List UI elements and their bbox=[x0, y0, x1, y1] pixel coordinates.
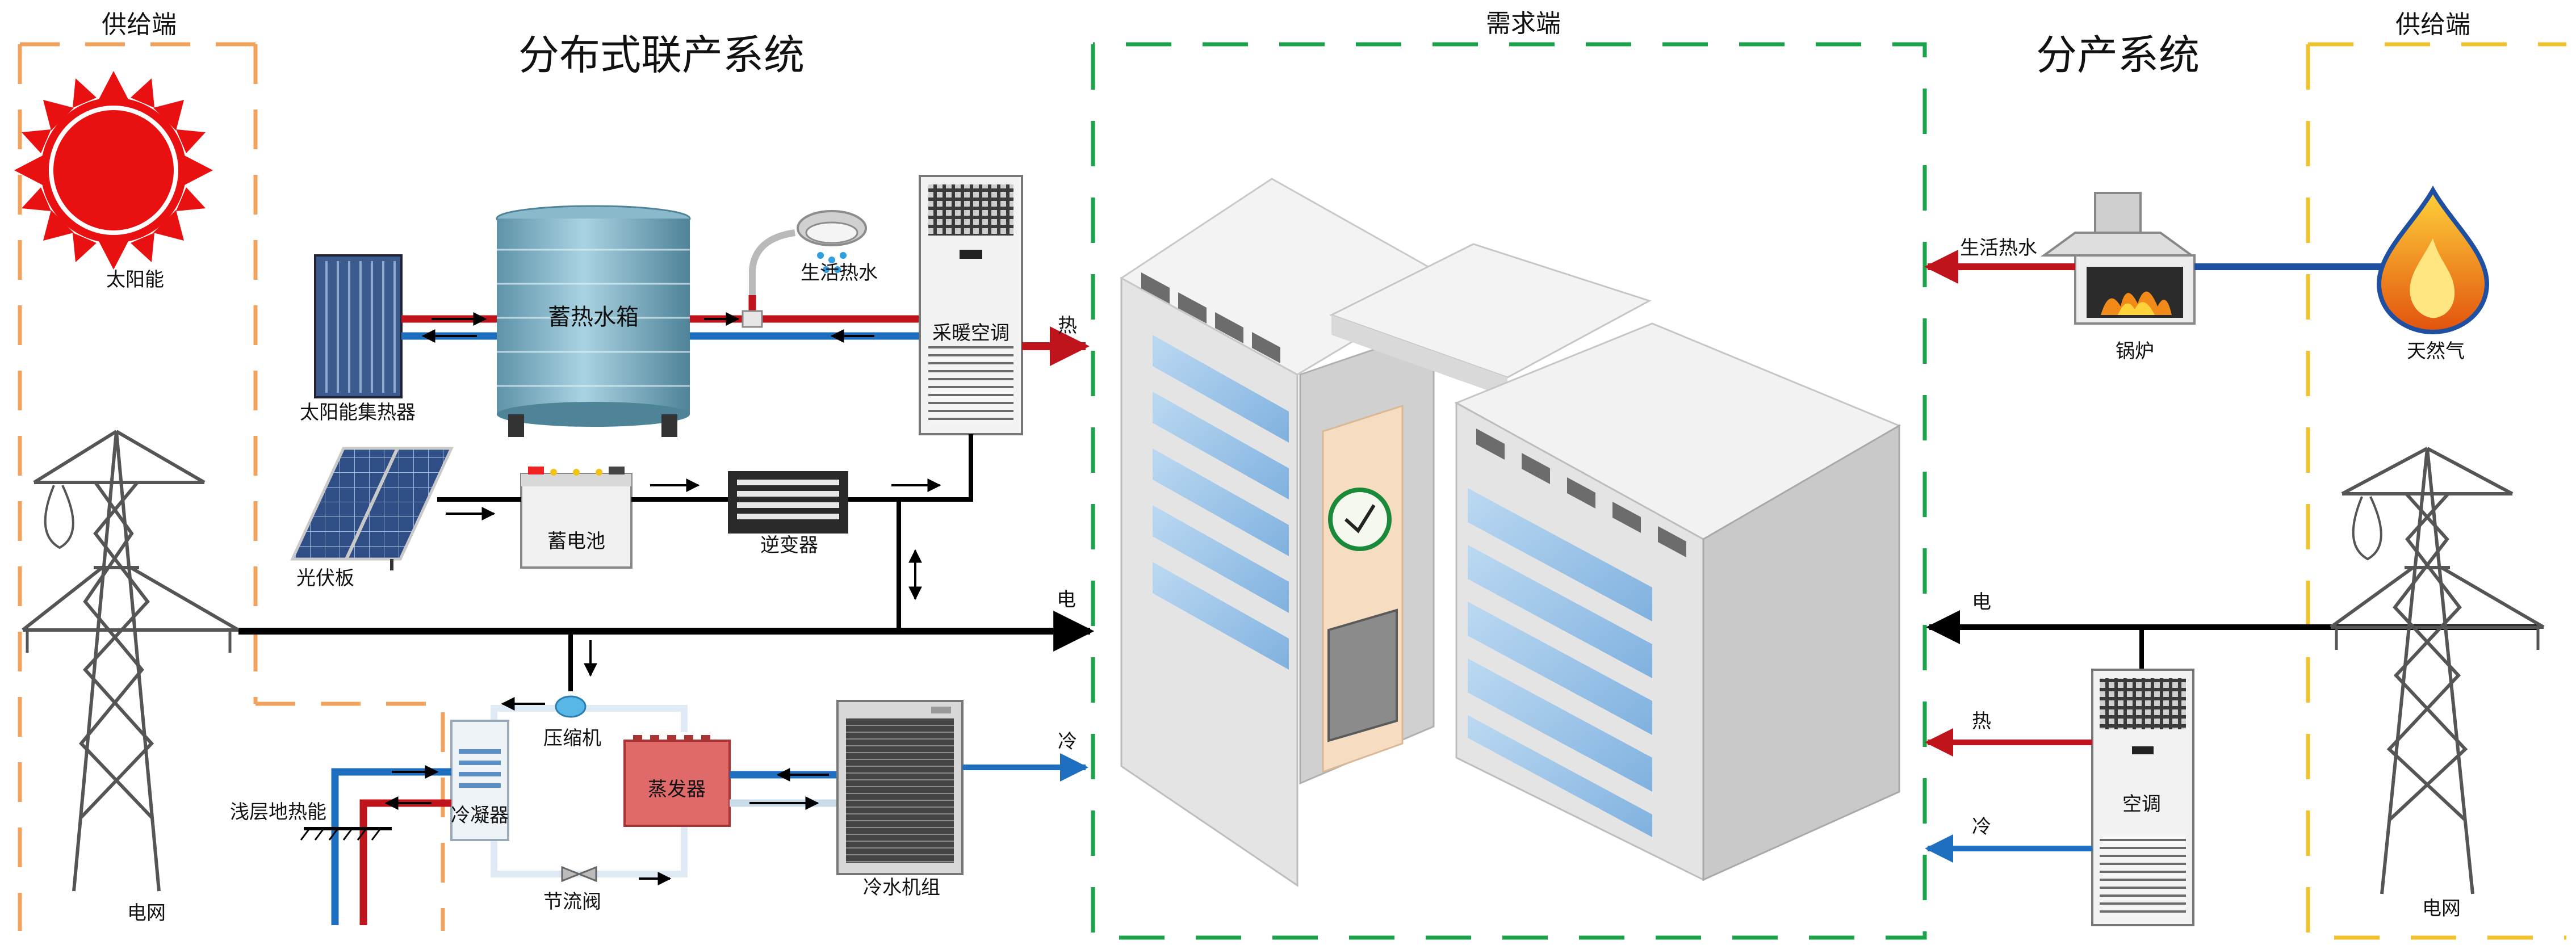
electricity-label-right: 电 bbox=[1972, 591, 1991, 614]
chiller-label: 冷水机组 bbox=[863, 876, 940, 899]
heat-storage-tank-icon bbox=[496, 205, 691, 437]
heat-storage-tank-label: 蓄热水箱 bbox=[548, 304, 639, 330]
heating-ac-icon bbox=[919, 175, 1023, 435]
sun-icon bbox=[14, 71, 213, 270]
compressor-icon bbox=[555, 695, 587, 718]
dhw-right-label: 生活热水 bbox=[1960, 237, 2037, 259]
pv-panel-label: 光伏板 bbox=[296, 567, 354, 590]
solar-collector-icon bbox=[314, 254, 403, 398]
shallow-geothermal-label: 浅层地热能 bbox=[230, 801, 326, 824]
tank-ac-pipes bbox=[690, 295, 920, 343]
solar-label: 太阳能 bbox=[106, 268, 164, 291]
ac-right-icon bbox=[2091, 669, 2194, 926]
cold-right-label: 冷 bbox=[1972, 816, 1991, 838]
inverter-label: 逆变器 bbox=[760, 534, 818, 557]
natural-gas-icon bbox=[2376, 186, 2490, 335]
condenser-label: 冷凝器 bbox=[451, 804, 509, 827]
supply-right-region bbox=[2306, 42, 2566, 940]
evaporator-label: 蒸发器 bbox=[648, 778, 706, 801]
heat-right-label: 热 bbox=[1972, 710, 1991, 733]
collector-tank-pipes bbox=[401, 312, 500, 343]
natural-gas-label: 天然气 bbox=[2407, 340, 2465, 363]
pv-panel-icon bbox=[290, 447, 454, 570]
title-separate-system: 分产系统 bbox=[2036, 31, 2200, 79]
title-distributed-system: 分布式联产系统 bbox=[518, 31, 805, 79]
cold-output-label: 冷 bbox=[1058, 730, 1077, 753]
electricity-label-left: 电 bbox=[1057, 589, 1076, 611]
boiler-icon bbox=[2040, 192, 2196, 325]
power-tower-left-icon bbox=[22, 430, 240, 892]
power-tower-right-icon bbox=[2330, 447, 2545, 894]
heat-output-label: 热 bbox=[1058, 314, 1077, 337]
shower-icon bbox=[749, 210, 867, 309]
evaporator-icon bbox=[623, 735, 731, 827]
boiler-label: 锅炉 bbox=[2116, 340, 2154, 363]
heating-ac-label: 采暖空调 bbox=[932, 322, 1010, 345]
pv-power-path bbox=[437, 434, 973, 631]
title-supply-right: 供给端 bbox=[2395, 10, 2470, 39]
compressor-label: 压缩机 bbox=[543, 727, 601, 750]
evaporator-chiller-pipes bbox=[730, 768, 837, 810]
battery-label: 蓄电池 bbox=[547, 530, 605, 553]
ac-right-label: 空调 bbox=[2122, 793, 2161, 816]
throttle-valve-label: 节流阀 bbox=[543, 891, 601, 913]
domestic-hot-water-label: 生活热水 bbox=[801, 262, 878, 284]
condenser-icon bbox=[450, 720, 509, 841]
battery-icon bbox=[520, 467, 633, 569]
title-supply-left: 供给端 bbox=[102, 10, 177, 39]
grid-left-label: 电网 bbox=[127, 902, 166, 925]
building-icon bbox=[1120, 178, 1901, 887]
chiller-icon bbox=[836, 700, 964, 875]
ground-loop-pipes bbox=[300, 765, 451, 925]
inverter-icon bbox=[728, 471, 848, 534]
demand-region bbox=[1091, 42, 1927, 940]
solar-collector-label: 太阳能集热器 bbox=[300, 401, 416, 424]
grid-right-label: 电网 bbox=[2422, 897, 2461, 920]
throttle-valve-icon bbox=[561, 866, 597, 883]
title-demand: 需求端 bbox=[1486, 9, 1561, 38]
